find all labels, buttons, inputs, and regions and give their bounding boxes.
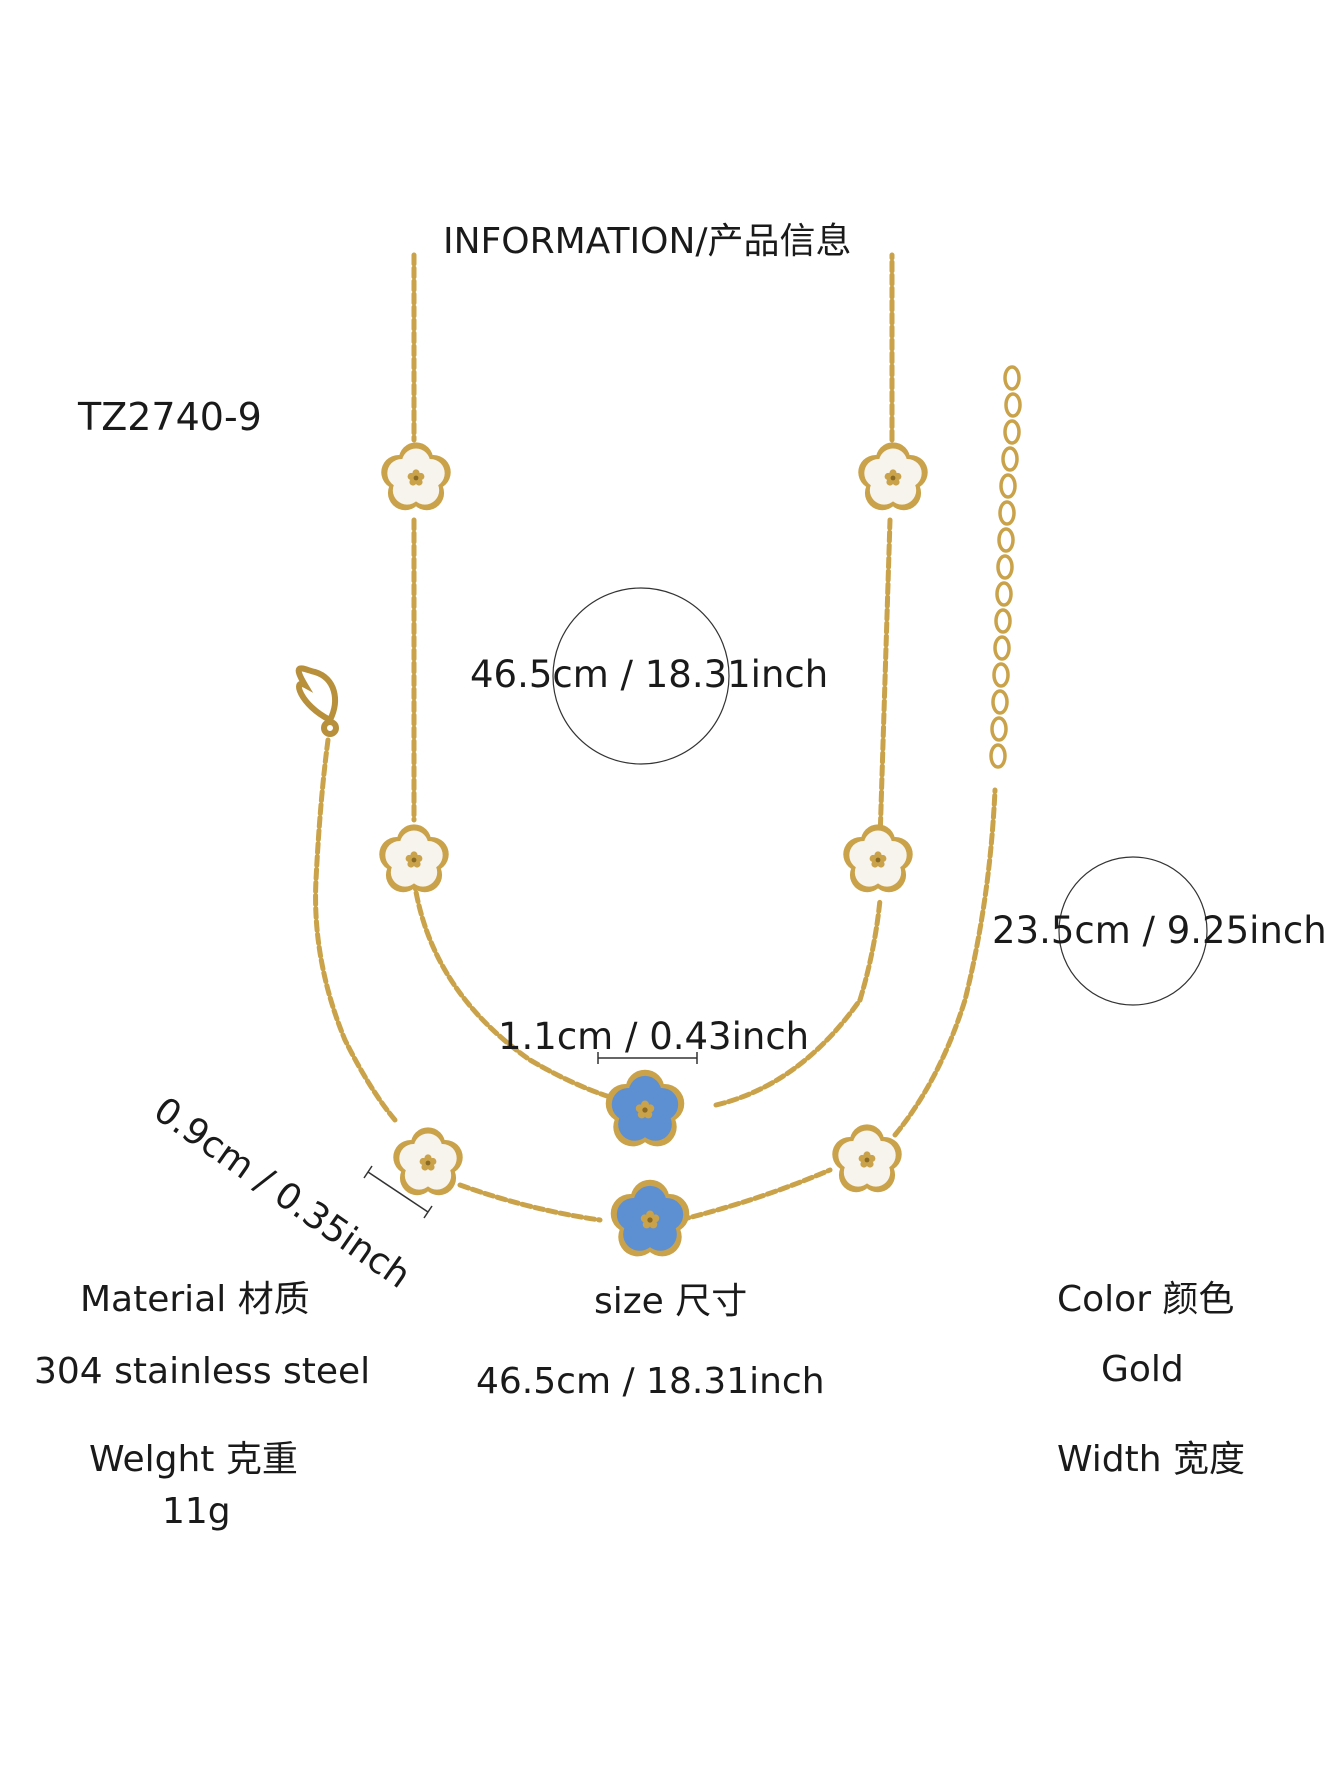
width-label: Width 宽度 <box>1057 1439 1246 1480</box>
color-label: Color 颜色 <box>1057 1279 1235 1320</box>
charm-blue-1 <box>605 1069 685 1147</box>
bracelet-chain <box>313 737 998 1223</box>
material-value: 304 stainless steel <box>34 1351 371 1392</box>
bracelet-length-circle <box>1058 856 1208 1006</box>
page-title: INFORMATION/产品信息 <box>443 221 852 262</box>
color-value: Gold <box>1101 1349 1184 1390</box>
charm-size-label: 1.1cm / 0.43inch <box>498 1015 810 1058</box>
size-label: size 尺寸 <box>594 1281 748 1322</box>
material-label: Material 材质 <box>80 1279 310 1320</box>
weight-label: Welght 克重 <box>89 1439 298 1480</box>
charm-white-4 <box>843 824 913 893</box>
chain-width-marker <box>363 1165 433 1219</box>
necklace-length-label: 46.5cm / 18.31inch <box>470 653 829 696</box>
lobster-clasp <box>295 665 339 737</box>
necklace-chain <box>411 252 895 1108</box>
size-value: 46.5cm / 18.31inch <box>476 1361 825 1402</box>
necklace-length-circle <box>552 587 730 765</box>
extender-chain <box>989 365 1022 769</box>
bracelet-length-label: 23.5cm / 9.25inch <box>992 909 1327 952</box>
charm-size-marker <box>597 1052 698 1064</box>
charm-white-5 <box>393 1127 463 1196</box>
product-code: TZ2740-9 <box>78 395 262 439</box>
charm-white-1 <box>381 442 451 511</box>
charm-white-2 <box>858 442 928 511</box>
charm-blue-2 <box>610 1179 690 1257</box>
charm-white-6 <box>832 1124 902 1193</box>
charm-white-3 <box>379 824 449 893</box>
weight-value: 11g <box>162 1491 231 1532</box>
